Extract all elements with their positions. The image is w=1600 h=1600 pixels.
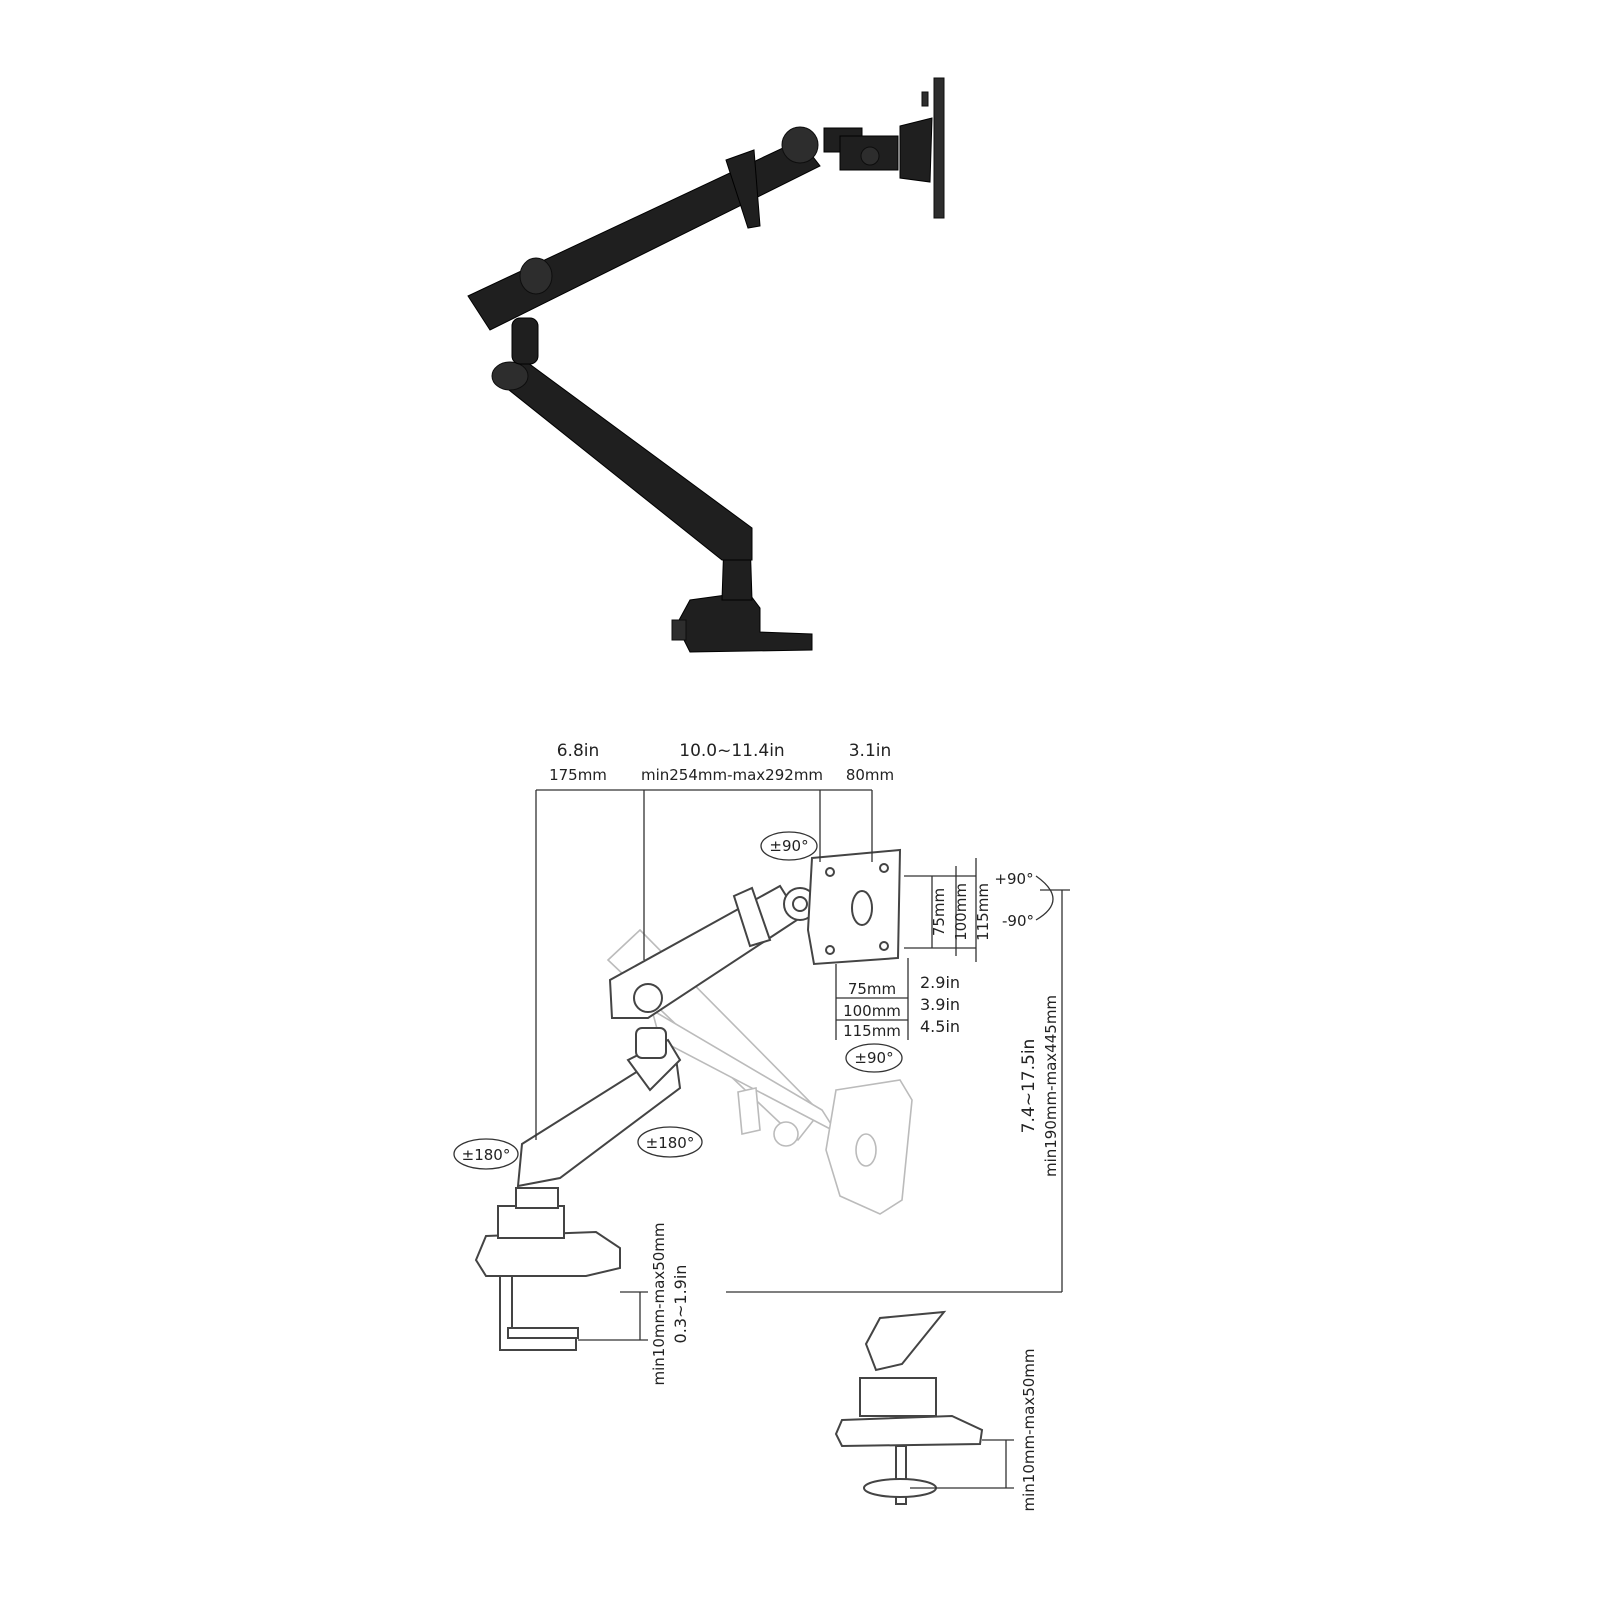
upper-arm bbox=[608, 884, 817, 1019]
lower-arm bbox=[516, 1038, 682, 1188]
clamp-mm: min10mm-max50mm bbox=[650, 1222, 668, 1385]
dimension-labels: 6.8in 175mm 10.0~11.4in min254mm-max292m… bbox=[462, 741, 1060, 1512]
arm-length-in: 10.0~11.4in bbox=[679, 741, 784, 761]
dimension-lines bbox=[535, 789, 1070, 1489]
base-offset-mm: 175mm bbox=[549, 766, 607, 784]
vesa-in-75: 2.9in bbox=[920, 973, 960, 992]
clamp-in: 0.3~1.9in bbox=[671, 1265, 690, 1344]
vesa-v-100: 100mm bbox=[952, 883, 970, 941]
vesa-in-115: 4.5in bbox=[920, 1017, 960, 1036]
vesa-plate bbox=[806, 848, 902, 966]
arm-length-mm: min254mm-max292mm bbox=[641, 766, 823, 784]
height-in: 7.4~17.5in bbox=[1019, 1039, 1039, 1134]
swivel-mid-label: ±180° bbox=[646, 1134, 695, 1152]
swivel-base-label: ±180° bbox=[462, 1146, 511, 1164]
vesa-v-75: 75mm bbox=[930, 888, 948, 936]
desk-clamp bbox=[474, 1187, 621, 1351]
tilt-bottom-label: ±90° bbox=[854, 1049, 893, 1067]
vesa-h-75: 75mm bbox=[848, 980, 896, 998]
base-offset-in: 6.8in bbox=[557, 741, 600, 761]
tilt-head-mm: 80mm bbox=[846, 766, 894, 784]
vesa-h-115: 115mm bbox=[843, 1022, 901, 1040]
tilt-head-in: 3.1in bbox=[849, 741, 892, 761]
grommet-mount bbox=[834, 1310, 984, 1505]
arm-line-drawing bbox=[474, 848, 984, 1505]
vesa-v-115: 115mm bbox=[974, 883, 992, 941]
rotation-arcs bbox=[453, 831, 1054, 1170]
height-mm: min190mm-max445mm bbox=[1042, 995, 1060, 1177]
vesa-in-100: 3.9in bbox=[920, 995, 960, 1014]
rotate-up-label: +90° bbox=[994, 870, 1033, 888]
rotate-down-label: -90° bbox=[1002, 912, 1034, 930]
elbow-joint bbox=[635, 1027, 667, 1059]
tilt-top-label: ±90° bbox=[769, 837, 808, 855]
vesa-h-100: 100mm bbox=[843, 1002, 901, 1020]
arm-photo bbox=[467, 77, 945, 653]
grommet-mm: min10mm-max50mm bbox=[1020, 1348, 1038, 1511]
